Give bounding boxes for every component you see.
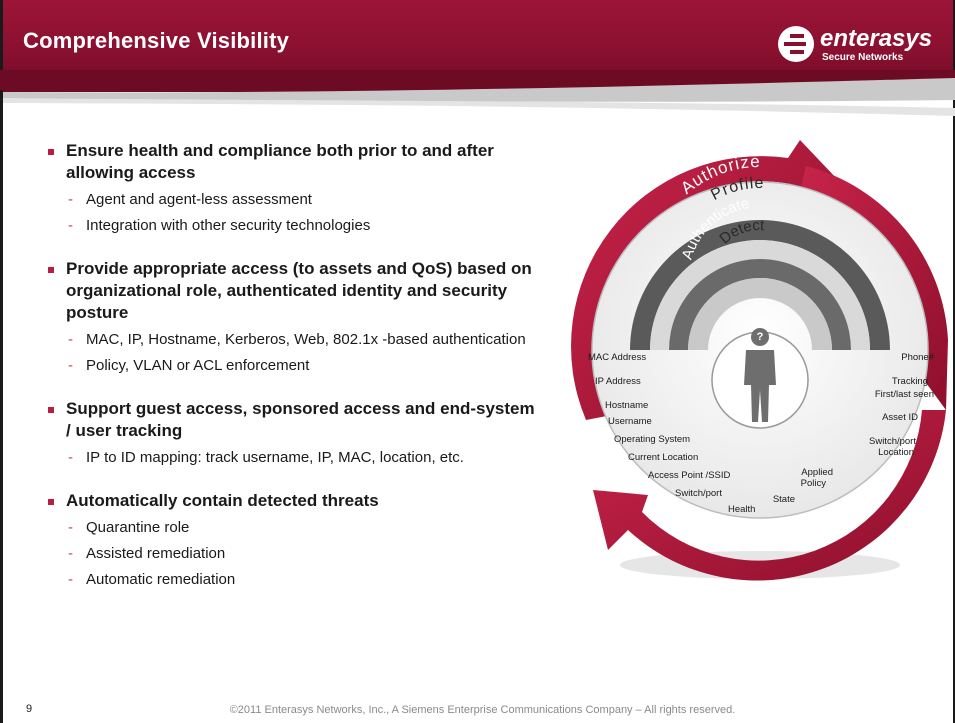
footer-copyright: ©2011 Enterasys Networks, Inc., A Siemen… <box>229 704 736 716</box>
label-contain: Contain <box>845 491 876 517</box>
sub-item: -Quarantine role <box>68 519 190 536</box>
attr-state: State <box>773 494 795 505</box>
bullet-group: Automatically contain detected threats -… <box>48 490 538 590</box>
attr-access-point: Access Point /SSID <box>648 470 731 481</box>
ring-authenticate <box>669 259 851 350</box>
arrow-contain <box>593 410 946 581</box>
attr-mac-address: MAC Address <box>588 352 646 363</box>
logo-wordmark: enterasys <box>820 25 932 52</box>
sub-item: -Assisted remediation <box>68 545 226 562</box>
ring-profile <box>650 240 870 350</box>
attr-asset-id: Asset ID <box>882 412 918 423</box>
ring-authorize <box>630 220 890 350</box>
attr-ip-address: IP Address <box>595 376 641 387</box>
header-swoosh <box>0 70 955 116</box>
slide-border-right <box>953 0 955 723</box>
person-unknown-icon <box>744 328 776 422</box>
attr-location: Location <box>878 447 914 458</box>
attr-switch-port-right: Switch/port <box>869 436 916 447</box>
sub-item: -MAC, IP, Hostname, Kerberos, Web, 802.1… <box>68 331 526 348</box>
question-mark: ? <box>757 331 764 343</box>
bullet-list: Ensure health and compliance both prior … <box>48 140 538 590</box>
bullet-marker <box>48 267 54 273</box>
attr-policy: Policy <box>801 478 827 489</box>
bullet-marker <box>48 499 54 505</box>
attr-hostname: Hostname <box>605 400 648 411</box>
bullet-item: Provide appropriate access (to assets an… <box>48 258 538 324</box>
ring-detect <box>688 278 832 350</box>
left-attributes: MAC Address IP Address Hostname Username… <box>588 352 755 515</box>
sub-item: -Policy, VLAN or ACL enforcement <box>68 357 310 374</box>
attr-username: Username <box>608 416 652 427</box>
attr-current-location: Current Location <box>628 452 698 463</box>
slide-border-left <box>0 0 3 723</box>
arrow-monitor <box>571 140 838 420</box>
bullet-item: Support guest access, sponsored access a… <box>48 398 538 442</box>
attr-health: Health <box>728 504 755 515</box>
bullet-group: Ensure health and compliance both prior … <box>48 140 538 236</box>
attr-tracking: Tracking <box>892 376 928 387</box>
enterasys-logo: enterasys Secure Networks <box>778 25 932 63</box>
attr-phone: Phone# <box>901 352 934 363</box>
bullet-group: Support guest access, sponsored access a… <box>48 398 538 468</box>
attr-switch-port-left: Switch/port <box>675 488 722 499</box>
bullet-marker <box>48 407 54 413</box>
attr-applied: Applied <box>801 467 833 478</box>
slide-title: Comprehensive Visibility <box>23 28 290 53</box>
attr-first-last-seen: First/last seen <box>875 389 934 400</box>
page-number: 9 <box>26 703 33 715</box>
bullet-item: Ensure health and compliance both prior … <box>48 140 538 184</box>
sub-item: -IP to ID mapping: track username, IP, M… <box>68 449 464 466</box>
bullet-item: Automatically contain detected threats <box>48 490 538 512</box>
attr-operating-system: Operating System <box>614 434 690 445</box>
bullet-marker <box>48 149 54 155</box>
right-attributes: Phone# Tracking First/last seen Asset ID… <box>773 352 935 505</box>
sub-item: -Automatic remediation <box>68 571 236 588</box>
logo-tagline: Secure Networks <box>822 52 904 63</box>
lifecycle-diagram: Monitor Remediate Contain Authorize Prof… <box>559 140 948 581</box>
sub-item: -Integration with other security technol… <box>68 217 371 234</box>
sub-item: -Agent and agent-less assessment <box>68 191 312 208</box>
bullet-group: Provide appropriate access (to assets an… <box>48 258 538 376</box>
